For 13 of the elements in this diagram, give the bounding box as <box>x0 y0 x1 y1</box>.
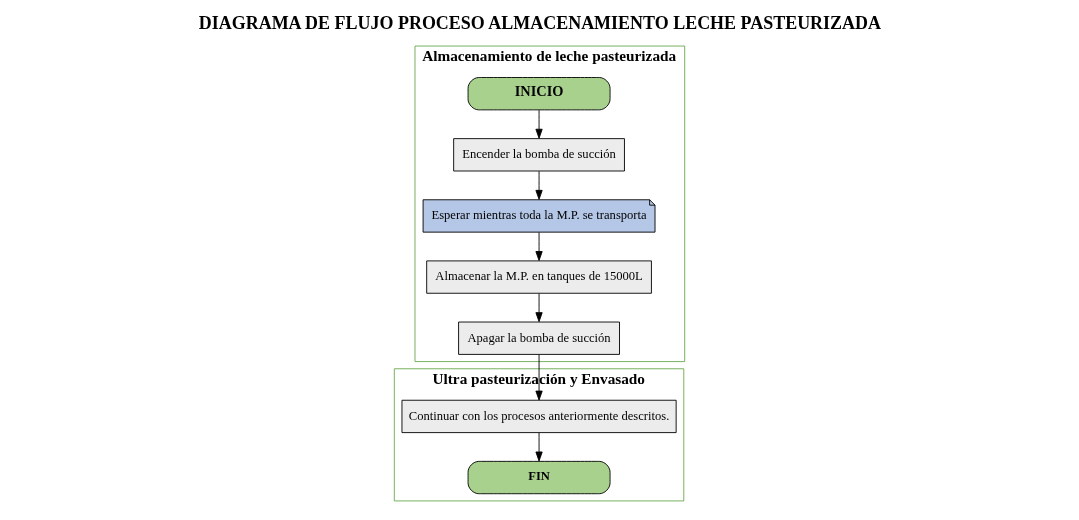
node-box: Encender la bomba de succión <box>453 138 625 172</box>
node-box: FIN <box>467 460 611 495</box>
diagram-title: DIAGRAMA DE FLUJO PROCESO ALMACENAMIENTO LECHE PASTEURIZADA <box>198 12 882 33</box>
arrow <box>535 432 543 462</box>
arrow <box>535 293 543 323</box>
node-box: INICIO <box>467 77 611 111</box>
node-box: Apagar la bomba de succión <box>458 321 620 355</box>
node-box: Almacenar la M.P. en tanques de 15000L <box>426 260 652 294</box>
node-box: Continuar con los procesos anteriormente descritos. <box>401 399 677 434</box>
arrow <box>535 354 543 401</box>
arrow <box>535 232 543 261</box>
arrow <box>535 170 543 200</box>
arrow <box>535 109 543 139</box>
